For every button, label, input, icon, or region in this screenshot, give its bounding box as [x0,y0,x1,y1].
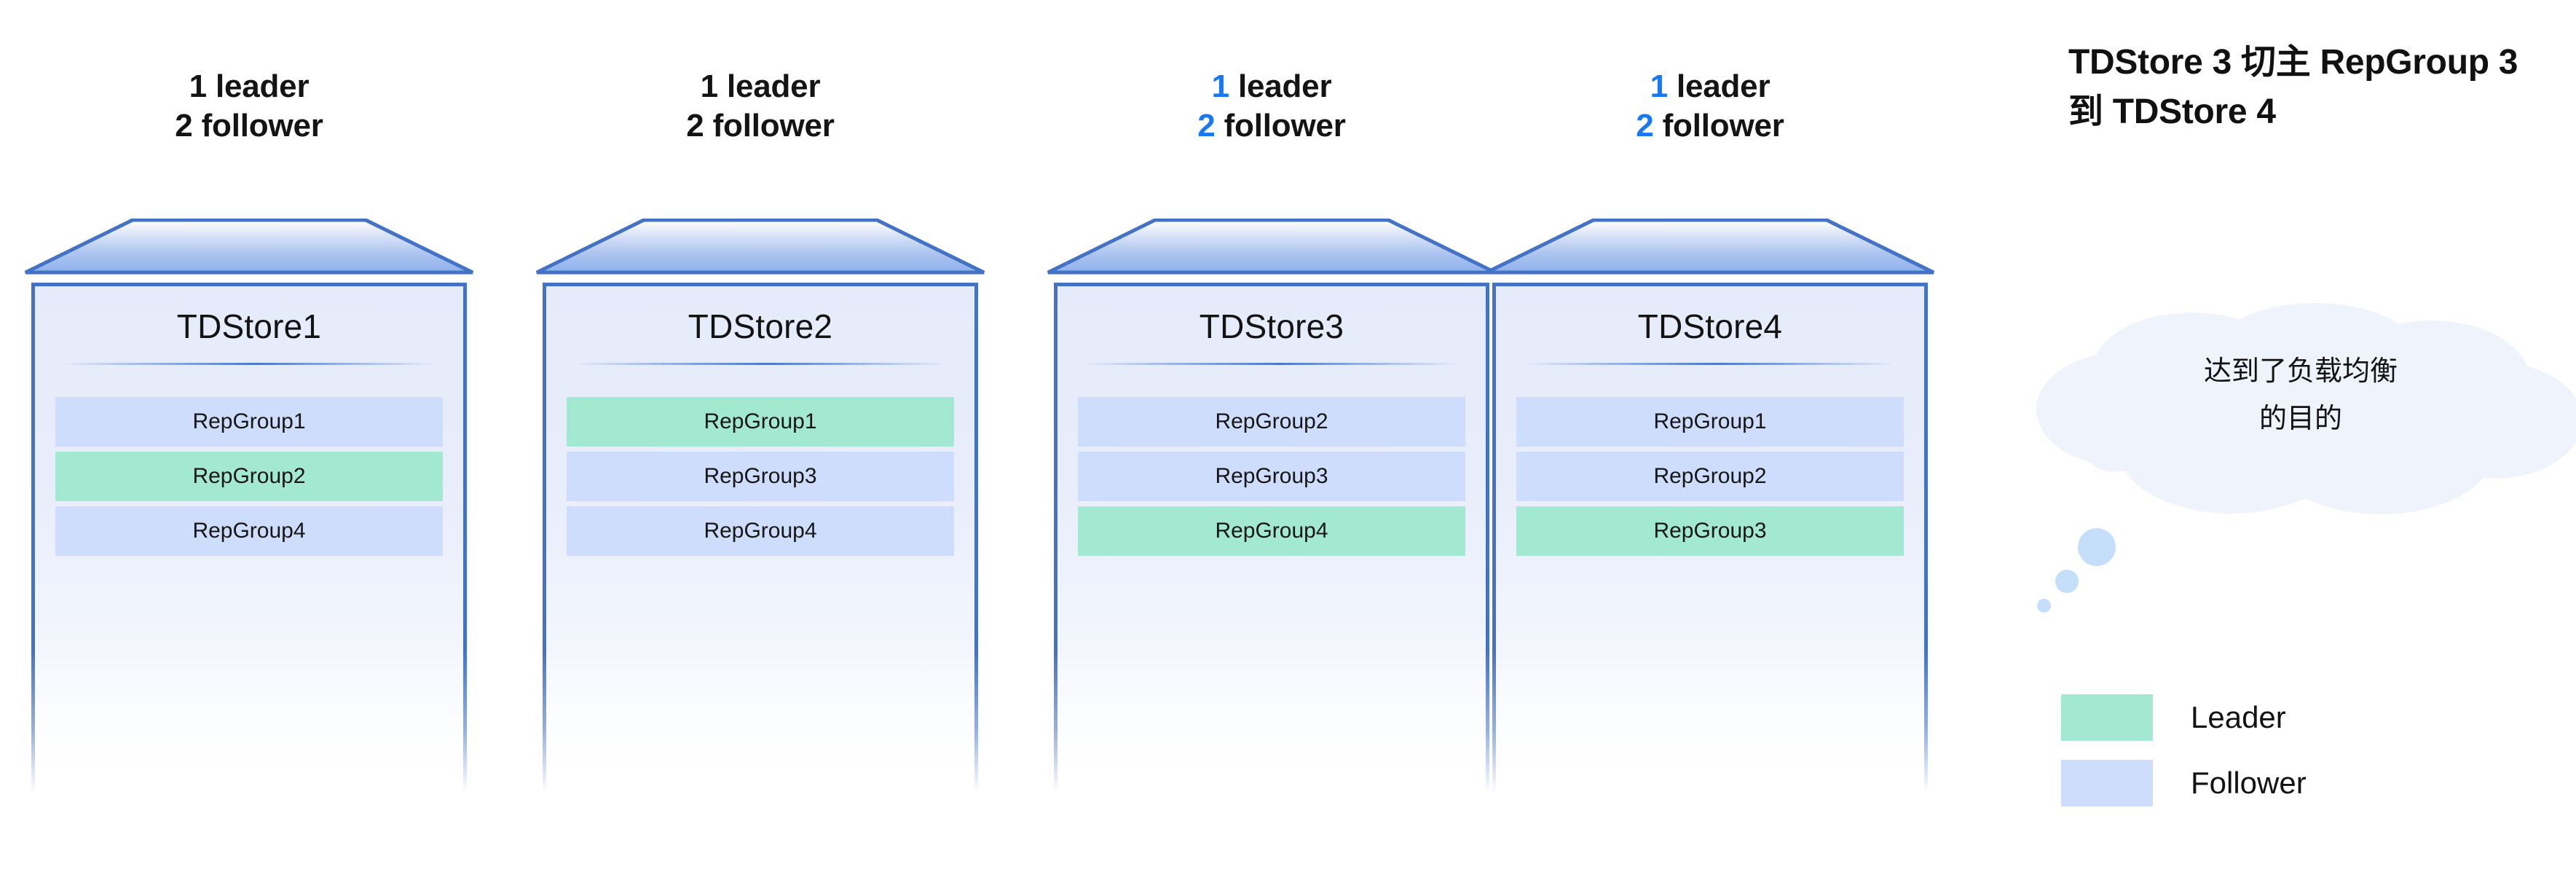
repgroup-label: RepGroup1 [192,409,306,433]
legend: Leader Follower [2061,685,2498,816]
thought-dots-icon [1996,503,2214,613]
leader-count: 1 [1650,68,1668,104]
store-title: TDStore1 [176,307,322,345]
leader-word: leader [1237,68,1332,104]
cloud-text: 达到了负载均衡 的目的 [2203,356,2398,434]
legend-item-leader: Leader [2061,685,2498,750]
repgroup-label: RepGroup3 [1215,464,1328,488]
leader-count: 1 [189,68,207,104]
repgroup-row-follower[interactable]: RepGroup4 [567,506,954,556]
leader-count: 1 [1211,68,1229,104]
title-divider [574,363,947,365]
leader-word: leader [215,68,310,104]
store-lid-icon [1046,219,1497,277]
follower-count: 2 [1636,107,1654,144]
follower-count: 2 [1197,107,1216,144]
annotation-panel: TDStore 3 切主 RepGroup 3 到 TDStore 4 达到了负… [1996,0,2576,880]
follower-word: follower [201,107,323,144]
store-title: TDStore4 [1637,307,1783,345]
title-divider [63,363,436,365]
repgroup-label: RepGroup2 [192,464,306,488]
column-caption: 1 leader 2 follower [1484,67,1936,145]
column-caption: 1 leader 2 follower [535,67,986,145]
store-title: TDStore3 [1199,307,1344,345]
repgroup-row-leader[interactable]: RepGroup1 [567,397,954,447]
repgroup-row-follower[interactable]: RepGroup3 [567,452,954,501]
legend-swatch-follower-icon [2061,760,2153,806]
repgroup-label: RepGroup1 [704,409,817,433]
store-lid-icon [535,219,986,277]
thought-dot-medium [2055,570,2079,593]
repgroup-label: RepGroup2 [1215,409,1328,433]
repgroup-row-follower[interactable]: RepGroup4 [55,506,443,556]
leader-count: 1 [700,68,718,104]
repgroup-label: RepGroup4 [1215,519,1328,543]
follower-word: follower [1662,107,1784,144]
repgroup-row-leader[interactable]: RepGroup2 [55,452,443,501]
repgroup-label: RepGroup1 [1653,409,1767,433]
thought-dot-large [2078,528,2116,566]
repgroup-row-follower[interactable]: RepGroup1 [1516,397,1904,447]
repgroup-label: RepGroup4 [192,519,306,543]
repgroup-row-leader[interactable]: RepGroup4 [1078,506,1465,556]
legend-label: Leader [2191,700,2286,734]
repgroup-row-follower[interactable]: RepGroup2 [1516,452,1904,501]
thought-dot-small [2037,599,2051,613]
title-divider [1085,363,1458,365]
follower-count: 2 [175,107,193,144]
repgroup-label: RepGroup3 [704,464,817,488]
follower-word: follower [1224,107,1346,144]
column-caption: 1 leader 2 follower [1046,67,1497,145]
store-title: TDStore2 [688,307,833,345]
leader-word: leader [726,68,821,104]
store-lid-icon [23,219,475,277]
leader-word: leader [1676,68,1770,104]
repgroup-label: RepGroup4 [704,519,817,543]
repgroup-row-follower[interactable]: RepGroup2 [1078,397,1465,447]
title-divider [1524,363,1896,365]
legend-item-follower: Follower [2061,750,2498,816]
legend-label: Follower [2191,766,2307,800]
follower-word: follower [712,107,835,144]
repgroup-label: RepGroup3 [1653,519,1767,543]
repgroup-label: RepGroup2 [1653,464,1767,488]
panel-title: TDStore 3 切主 RepGroup 3 到 TDStore 4 [2068,43,2518,132]
repgroup-row-leader[interactable]: RepGroup3 [1516,506,1904,556]
thought-cloud-icon [2013,300,2576,519]
follower-count: 2 [686,107,704,144]
column-caption: 1 leader 2 follower [23,67,475,145]
repgroup-row-follower[interactable]: RepGroup1 [55,397,443,447]
legend-swatch-leader-icon [2061,694,2153,741]
store-lid-icon [1484,219,1936,277]
repgroup-row-follower[interactable]: RepGroup3 [1078,452,1465,501]
